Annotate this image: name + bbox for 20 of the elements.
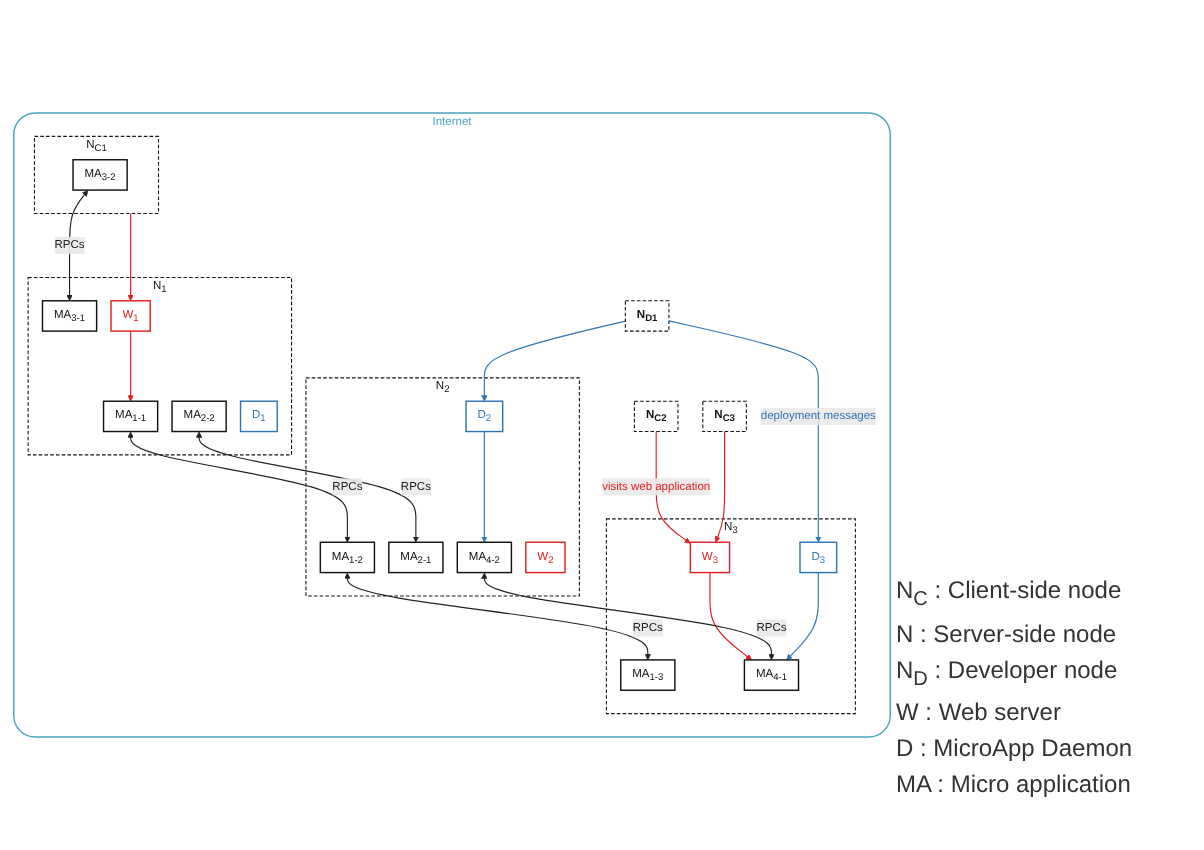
arrow xyxy=(481,572,775,661)
key-text: N : Server-side node xyxy=(896,619,1119,648)
arrow xyxy=(481,320,626,402)
key-text: N$_{C}$ : Client-side node xyxy=(896,576,1124,612)
arrow xyxy=(655,430,691,544)
key-text: MA : Micro application xyxy=(896,770,1133,798)
arrow xyxy=(709,572,752,661)
key-text: W : Web server xyxy=(896,698,1063,726)
arrow xyxy=(786,572,819,661)
arrow xyxy=(66,190,89,302)
arrow xyxy=(127,330,134,402)
arrow xyxy=(127,431,351,543)
arrow xyxy=(195,431,420,543)
arrow xyxy=(481,430,488,543)
arrow xyxy=(127,212,134,302)
key-text: D : MicroApp Daemon xyxy=(896,734,1135,762)
arrow xyxy=(668,320,822,543)
key-text: N$_{D}$ : Developer node xyxy=(896,655,1120,690)
arrow xyxy=(714,430,726,543)
arrow xyxy=(344,572,651,661)
